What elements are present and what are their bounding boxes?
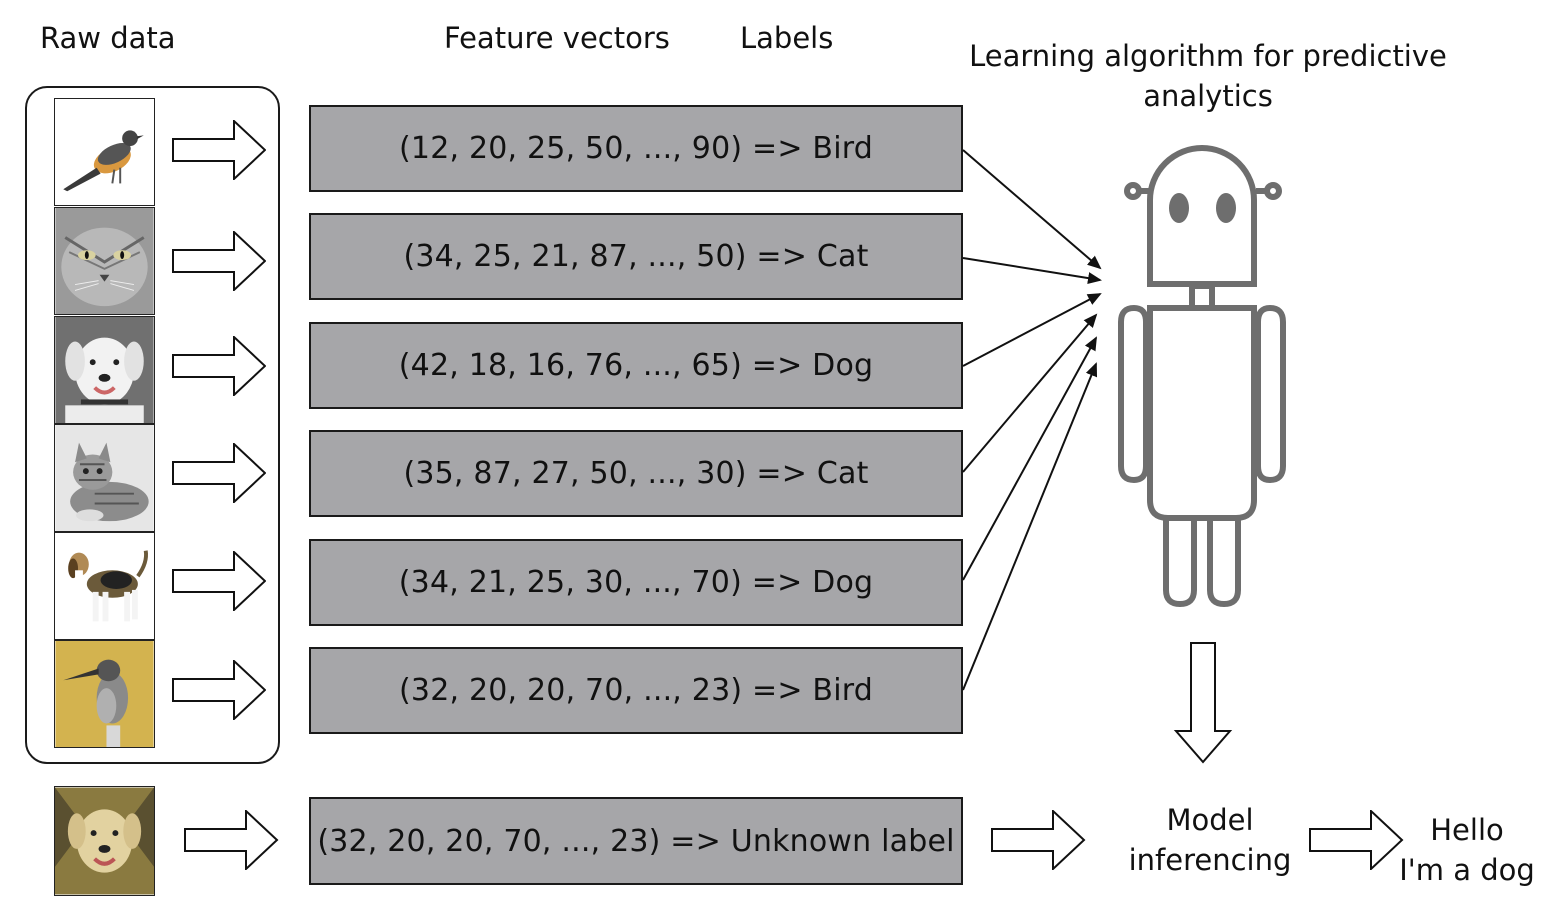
feature-vector-box-2: (34, 25, 21, 87, ..., 50) => Cat: [309, 213, 963, 300]
raw-data-header: Raw data: [40, 21, 176, 55]
model-inferencing-line2: inferencing: [1128, 843, 1292, 877]
training-images-group: [25, 86, 280, 764]
test-feature-vector-box: (32, 20, 20, 70, ..., 23) => Unknown lab…: [309, 797, 963, 885]
dog-photo: [54, 786, 155, 896]
feature-vector-box-5: (34, 21, 25, 30, ..., 70) => Dog: [309, 539, 963, 626]
feature-vector-box-1: (12, 20, 25, 50, ..., 90) => Bird: [309, 105, 963, 192]
dog-photo: [54, 316, 155, 424]
output-line2: I'm a dog: [1399, 853, 1535, 887]
labels-header: Labels: [740, 21, 834, 55]
connector-line-5: [962, 336, 1097, 581]
model-inferencing-label: Model inferencing: [1120, 800, 1300, 880]
feature-vector-box-3: (42, 18, 16, 76, ..., 65) => Dog: [309, 322, 963, 409]
dog-photo: [54, 532, 155, 640]
output-line1: Hello: [1430, 813, 1504, 847]
feature-vector-box-6: (32, 20, 20, 70, ..., 23) => Bird: [309, 647, 963, 734]
connector-line-1: [962, 149, 1102, 270]
block-arrow-test: [183, 810, 279, 870]
connector-line-6: [962, 362, 1098, 691]
output-label: Hello I'm a dog: [1392, 810, 1542, 890]
block-arrow-to-output: [1308, 810, 1404, 870]
model-inferencing-line1: Model: [1166, 803, 1254, 837]
connector-line-3: [962, 293, 1102, 367]
cat-photo: [54, 207, 155, 315]
feature-vectors-header: Feature vectors: [444, 21, 670, 55]
down-block-arrow: [1173, 642, 1233, 764]
robot-icon: [1118, 145, 1286, 608]
cat-photo: [54, 424, 155, 532]
feature-vector-box-4: (35, 87, 27, 50, ..., 30) => Cat: [309, 430, 963, 517]
connector-line-4: [962, 313, 1098, 473]
bird-photo: [54, 640, 155, 748]
block-arrow-to-inference: [990, 810, 1086, 870]
connector-line-2: [962, 257, 1102, 285]
learning-algorithm-title: Learning algorithm for predictive analyt…: [969, 39, 1447, 113]
bird-photo: [54, 98, 155, 206]
